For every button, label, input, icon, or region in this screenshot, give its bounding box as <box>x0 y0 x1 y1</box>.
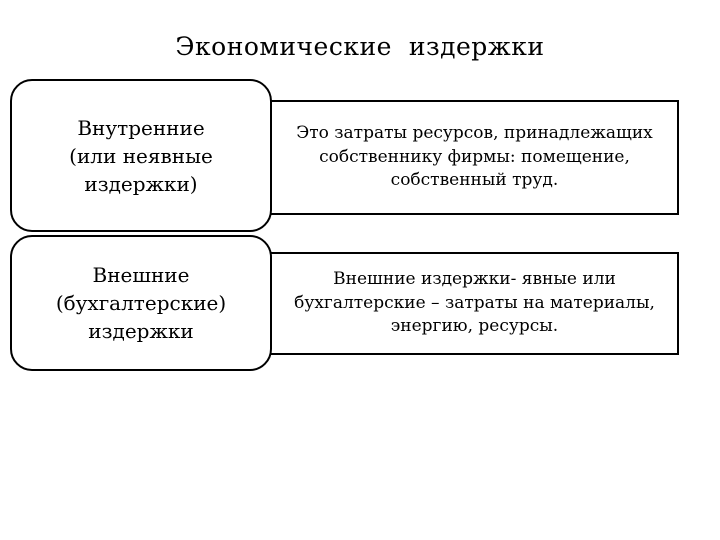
internal-costs-description: Это затраты ресурсов, принадлежащих собс… <box>296 122 653 191</box>
external-costs-label-box: Внешние (бухгалтерские) издержки <box>10 235 272 371</box>
external-costs-description: Внешние издержки- явные или бухгалтерски… <box>294 268 655 337</box>
internal-costs-label-box: Внутренние (или неявные издержки) <box>10 79 272 232</box>
page-title: Экономические издержки <box>175 32 545 61</box>
external-costs-label: Внешние (бухгалтерские) издержки <box>55 263 227 343</box>
internal-costs-description-box: Это затраты ресурсов, принадлежащих собс… <box>262 100 679 215</box>
internal-costs-label: Внутренние (или неявные издержки) <box>69 115 213 196</box>
external-costs-description-box: Внешние издержки- явные или бухгалтерски… <box>262 252 679 355</box>
